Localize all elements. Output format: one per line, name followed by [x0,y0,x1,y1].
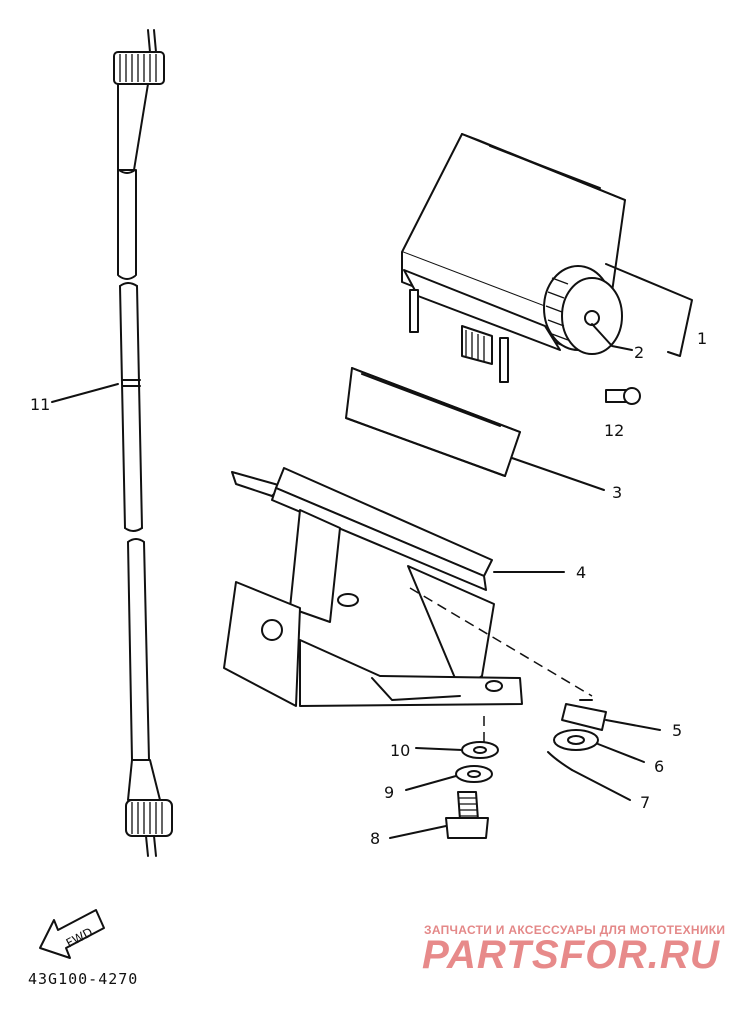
callout-1: 1 [697,329,707,348]
callout-7: 7 [640,793,650,812]
callout-3: 3 [612,483,622,502]
callout-5: 5 [672,721,682,740]
bolt-8 [445,791,489,839]
callout-11: 11 [30,395,50,414]
callout-8: 8 [370,829,380,848]
callout-9: 9 [384,783,394,802]
speedometer-assembly [401,133,626,383]
callout-2: 2 [634,343,644,362]
washer-10 [461,741,499,759]
collar-6 [553,729,599,751]
meter-bracket [223,467,523,707]
callout-12: 12 [604,421,624,440]
clip-7 [547,751,573,771]
grommet-5 [561,699,607,731]
spring-washer-9 [455,765,493,783]
watermark-logo: PARTSFOR.RU [422,933,720,977]
drawing-code: 43G100-4270 [28,970,138,988]
assembly-line-grommet [409,587,593,697]
leader-lines [51,263,693,839]
screw-12 [605,387,641,405]
meter-base [345,367,521,477]
callout-6: 6 [654,757,664,776]
watermark-tagline: ЗАПЧАСТИ И АКСЕССУАРЫ ДЛЯ МОТОТЕХНИКИ [424,923,725,937]
speedometer-cable [113,29,173,857]
callout-4: 4 [576,563,586,582]
fwd-arrow-icon: FWD [39,909,105,959]
callout-10: 10 [390,741,410,760]
